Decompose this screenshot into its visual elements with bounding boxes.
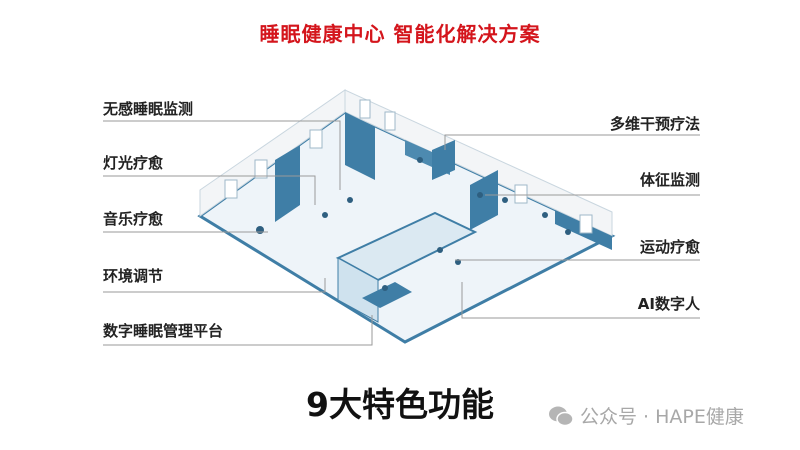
subtitle: 9大特色功能 xyxy=(306,385,494,424)
feature-label: 无感睡眠监测 xyxy=(103,100,194,118)
page-title: 睡眠健康中心 智能化解决方案 xyxy=(259,22,541,46)
feature-label: 体征监测 xyxy=(639,171,700,189)
feature-label: 多维干预疗法 xyxy=(609,115,700,133)
feature-label: 数字睡眠管理平台 xyxy=(103,322,224,340)
wall-panel xyxy=(275,145,300,222)
glass-wall xyxy=(337,257,379,323)
wall-panel xyxy=(432,140,455,180)
wechat-icon xyxy=(549,406,574,426)
wall-panel xyxy=(470,170,498,230)
watermark-text: 公众号 · HAPE健康 xyxy=(580,406,744,428)
feature-label: 运动疗愈 xyxy=(639,238,700,256)
feature-label: 灯光疗愈 xyxy=(103,154,164,172)
leader-lines xyxy=(103,120,700,346)
wall-panel xyxy=(345,112,375,180)
feature-label: 音乐疗愈 xyxy=(103,210,164,228)
reception-desk xyxy=(362,282,412,308)
feature-label: 环境调节 xyxy=(103,267,164,285)
watermark: 公众号 · HAPE健康 xyxy=(548,402,744,429)
feature-label: AI数字人 xyxy=(637,295,700,313)
